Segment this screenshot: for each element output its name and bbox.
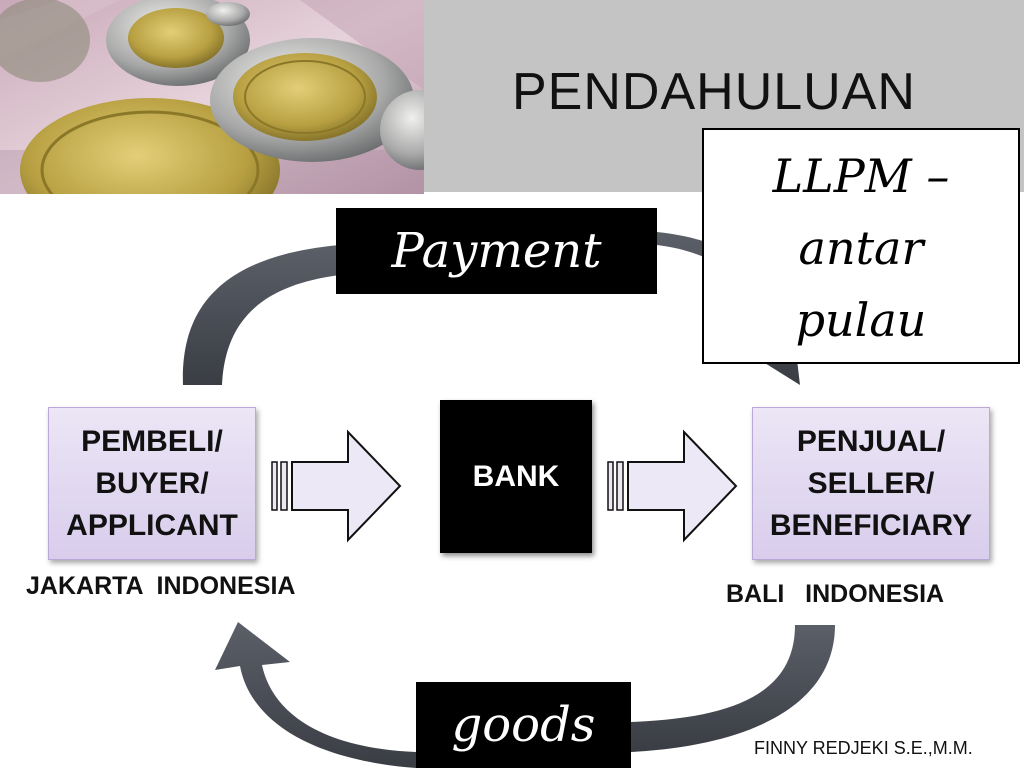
bank-to-seller-arrow — [607, 429, 738, 543]
coins-photo — [0, 0, 424, 194]
top-cycle-arrow — [182, 245, 340, 385]
llpm-note-line: antar — [798, 221, 924, 275]
llpm-note-line: LLPM – — [772, 149, 950, 203]
buyer-line: PEMBELI/ — [81, 424, 223, 458]
buyer-location: JAKARTA INDONESIA — [26, 572, 296, 600]
bank-box: BANK — [440, 400, 592, 553]
seller-location: BALI INDONESIA — [726, 580, 945, 608]
buyer-box: PEMBELI/ BUYER/ APPLICANT — [48, 407, 256, 560]
payment-label: Payment — [336, 208, 657, 294]
seller-line: BENEFICIARY — [769, 508, 973, 542]
buyer-line: BUYER/ — [95, 466, 209, 500]
bottom-cycle-arrow-left — [215, 622, 416, 768]
seller-line: PENJUAL/ — [796, 424, 946, 458]
buyer-line: APPLICANT — [66, 508, 238, 542]
bank-label: BANK — [472, 459, 560, 493]
seller-line: SELLER/ — [807, 466, 935, 500]
goods-label: goods — [416, 682, 631, 768]
seller-box: PENJUAL/ SELLER/ BENEFICIARY — [752, 407, 990, 560]
llpm-note-box: LLPM – antar pulau — [702, 128, 1020, 364]
bottom-cycle-arrow-right — [631, 625, 835, 752]
buyer-to-bank-arrow — [271, 429, 402, 543]
author-credit: FINNY REDJEKI S.E.,M.M. — [754, 738, 973, 758]
page-title: PENDAHULUAN — [512, 63, 916, 121]
llpm-note-line: pulau — [795, 293, 927, 347]
